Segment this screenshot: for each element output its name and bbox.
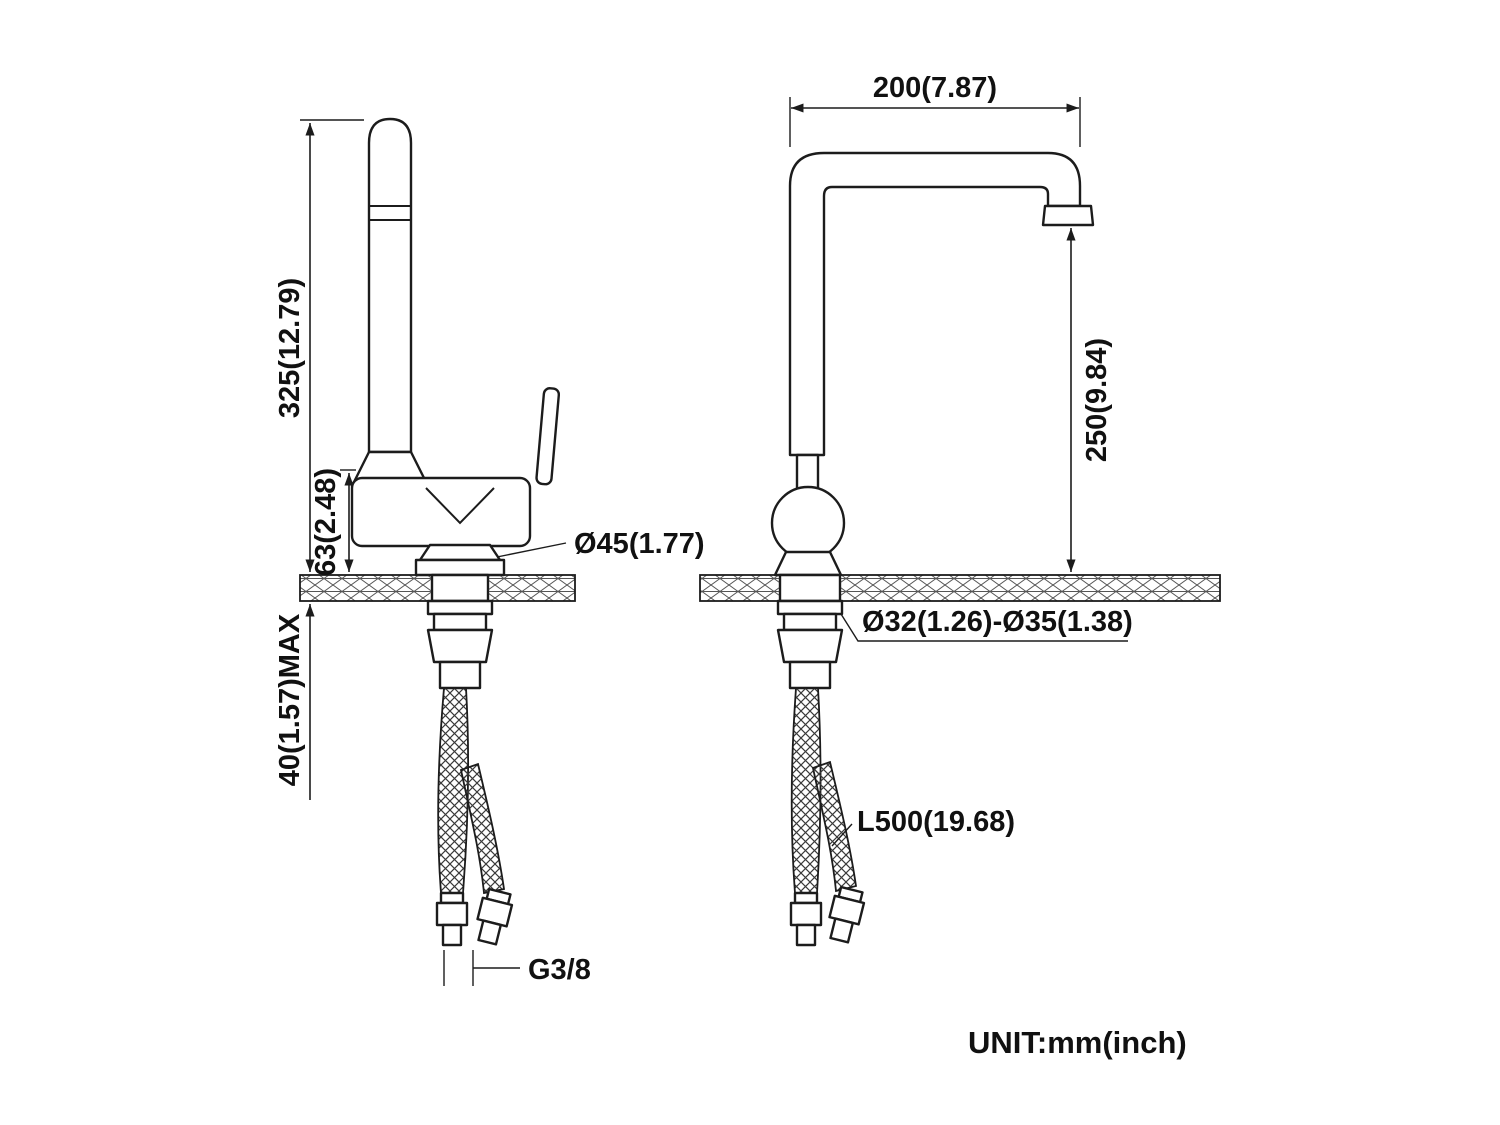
body-height-label: 63(2.48) bbox=[310, 468, 342, 576]
side-fitting-left-collar bbox=[439, 891, 465, 905]
thread-size-label: G3/8 bbox=[528, 954, 591, 986]
side-mounting-nut bbox=[426, 628, 494, 664]
spout-reach-label: 200(7.87) bbox=[873, 72, 997, 104]
front-ball-joint bbox=[770, 485, 846, 561]
spout-height-label: 250(9.84) bbox=[1081, 338, 1113, 462]
front-fitting-left-nut bbox=[789, 901, 823, 927]
side-fitting-right-tail bbox=[477, 919, 502, 946]
side-fitting-left bbox=[435, 891, 469, 947]
front-shank-lower bbox=[782, 612, 838, 632]
side-hose-branch bbox=[459, 762, 506, 895]
front-fitting-left bbox=[789, 891, 823, 947]
front-neck bbox=[795, 453, 820, 493]
side-washer bbox=[426, 599, 494, 616]
mounting-hole-label: Ø32(1.26)-Ø35(1.38) bbox=[862, 606, 1133, 638]
front-spout bbox=[788, 151, 1082, 457]
side-countertop-left bbox=[299, 574, 433, 602]
front-countertop-left bbox=[699, 574, 781, 602]
side-base-cone bbox=[418, 543, 502, 562]
leader-mounting-hole bbox=[840, 613, 1128, 642]
front-view-dimensions: 200(7.87) 250(9.84) Ø32(1.26)-Ø35(1.38) … bbox=[789, 72, 1133, 847]
front-hose-branch bbox=[811, 760, 858, 893]
front-aerator-tip bbox=[1041, 204, 1095, 227]
side-fitting-left-nut bbox=[435, 901, 469, 927]
base-diameter-label: Ø45(1.77) bbox=[574, 528, 705, 560]
side-hose-main bbox=[437, 687, 470, 894]
side-view: G3/8 bbox=[299, 117, 591, 986]
side-fitting-left-tail bbox=[441, 923, 463, 947]
front-fitting-left-collar bbox=[793, 891, 819, 905]
front-view bbox=[699, 151, 1221, 947]
leader-base-diameter bbox=[496, 542, 567, 558]
side-body-chevron bbox=[425, 487, 495, 525]
side-body-block bbox=[350, 476, 532, 548]
side-view-dimensions: 325(12.79) 63(2.48) 40(1.57)MAX Ø45(1.77… bbox=[274, 119, 705, 800]
side-fitting-right bbox=[476, 887, 514, 946]
side-nut-lower bbox=[438, 660, 482, 690]
front-nut-lower bbox=[788, 660, 832, 690]
leader-hose-length bbox=[831, 823, 853, 847]
front-hose-main bbox=[790, 687, 822, 894]
front-mounting-nut bbox=[776, 628, 844, 664]
overall-height-label: 325(12.79) bbox=[274, 278, 306, 418]
front-fitting-right-tail bbox=[829, 917, 854, 944]
front-base bbox=[773, 550, 843, 577]
side-spout-tube bbox=[367, 117, 413, 454]
front-washer bbox=[776, 599, 844, 616]
side-shank-lower bbox=[432, 612, 488, 632]
unit-note: UNIT:mm(inch) bbox=[968, 1025, 1187, 1060]
front-countertop-right bbox=[839, 574, 1221, 602]
thread-callout-lines bbox=[443, 950, 520, 986]
side-base-flange bbox=[414, 558, 506, 577]
side-countertop-right bbox=[487, 574, 576, 602]
side-shank-through-counter bbox=[430, 573, 490, 603]
front-shank-through-counter bbox=[778, 573, 842, 603]
hose-length-label: L500(19.68) bbox=[857, 806, 1015, 838]
front-fitting-left-tail bbox=[795, 923, 817, 947]
side-handle-lever bbox=[535, 387, 561, 486]
counter-max-label: 40(1.57)MAX bbox=[274, 613, 306, 786]
front-fitting-right bbox=[828, 885, 866, 944]
